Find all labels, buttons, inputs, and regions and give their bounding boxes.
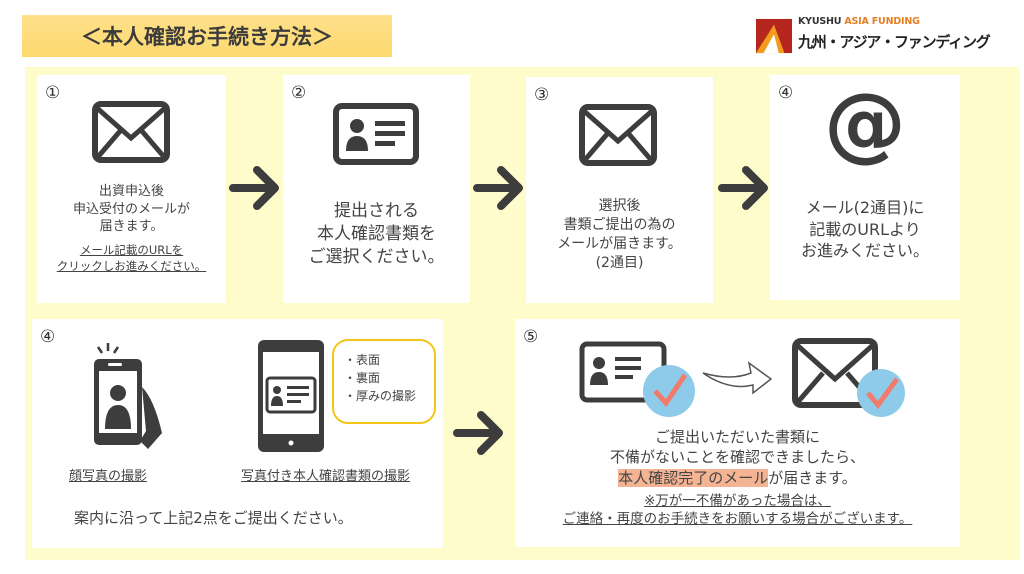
id-card-icon (333, 103, 419, 165)
step-3-card: ③ 選択後書類ご提出の為のメールが届きます。(2通目) (526, 77, 713, 303)
page-title: ＜本人確認お手続き方法＞ (22, 15, 392, 57)
step-number: ③ (534, 85, 550, 105)
step-number: ④ (40, 327, 56, 347)
step-1-text: 出資申込後申込受付のメールが届きます。 (72, 184, 190, 235)
step-3-text: 選択後書類ご提出の為のメールが届きます。(2通目) (557, 198, 682, 271)
step-2-card: ② 提出される本人確認書類をご選択ください。 (283, 75, 470, 303)
instruction-text: 案内に沿って上記2点をご提出ください。 (74, 509, 353, 527)
id-photo-label: 写真付き本人確認書類の撮影 (241, 469, 411, 484)
face-photo-label: 顔写真の撮影 (69, 469, 148, 484)
arrow-right-icon (718, 166, 768, 210)
logo-english: KYUSHU ASIA FUNDING (798, 16, 920, 27)
arrow-right-icon (453, 411, 503, 455)
highlight-text: 本人確認完了のメール (618, 468, 769, 487)
at-sign-icon: @ (824, 76, 906, 171)
id-card-checked-icon (579, 341, 695, 417)
step-5-card: ⑤ ご提出いただいた書類に不備がないことを確認できましたら、 本人確認完了のメー… (515, 319, 960, 547)
step-1-card: ① 出資申込後申込受付のメールが届きます。 メール記載のURLをクリックしお進み… (37, 75, 226, 303)
step-4-card: ④ @ メール(2通目)に記載のURLよりお進みください。 (770, 75, 960, 300)
logo-japanese: 九州・アジア・ファンディング (798, 33, 991, 51)
step-4-photo-card: ④ ・表面・裏面・厚みの撮影 顔写真の撮影 写真付き本人確認書類の撮影 案内に沿… (32, 319, 443, 548)
step-5-note: ※万が一不備があった場合は、ご連絡・再度のお手続きをお願いする場合がございます。 (562, 493, 913, 528)
arrow-right-icon (229, 166, 279, 210)
step-number: ② (291, 83, 307, 103)
logo-mark-icon (756, 18, 792, 54)
step-4-text: メール(2通目)に記載のURLよりお進みください。 (800, 198, 929, 261)
arrow-outline-icon (702, 361, 773, 395)
arrow-right-icon (473, 166, 523, 210)
envelope-icon (579, 104, 657, 166)
speech-bubble: ・表面・裏面・厚みの撮影 (332, 339, 436, 424)
envelope-checked-icon (792, 338, 905, 417)
step-number: ⑤ (523, 327, 539, 347)
company-logo: KYUSHU ASIA FUNDING 九州・アジア・ファンディング (756, 16, 1022, 56)
step-5-text: ご提出いただいた書類に不備がないことを確認できましたら、 本人確認完了のメールが… (609, 428, 865, 487)
id-phone-icon (258, 340, 324, 452)
envelope-icon (92, 101, 170, 163)
step-2-text: 提出される本人確認書類をご選択ください。 (308, 201, 445, 267)
step-number: ① (45, 83, 61, 103)
selfie-phone-icon (94, 343, 162, 449)
step-1-note: メール記載のURLをクリックしお進みください。 (56, 243, 207, 273)
step-number: ④ (778, 83, 794, 103)
